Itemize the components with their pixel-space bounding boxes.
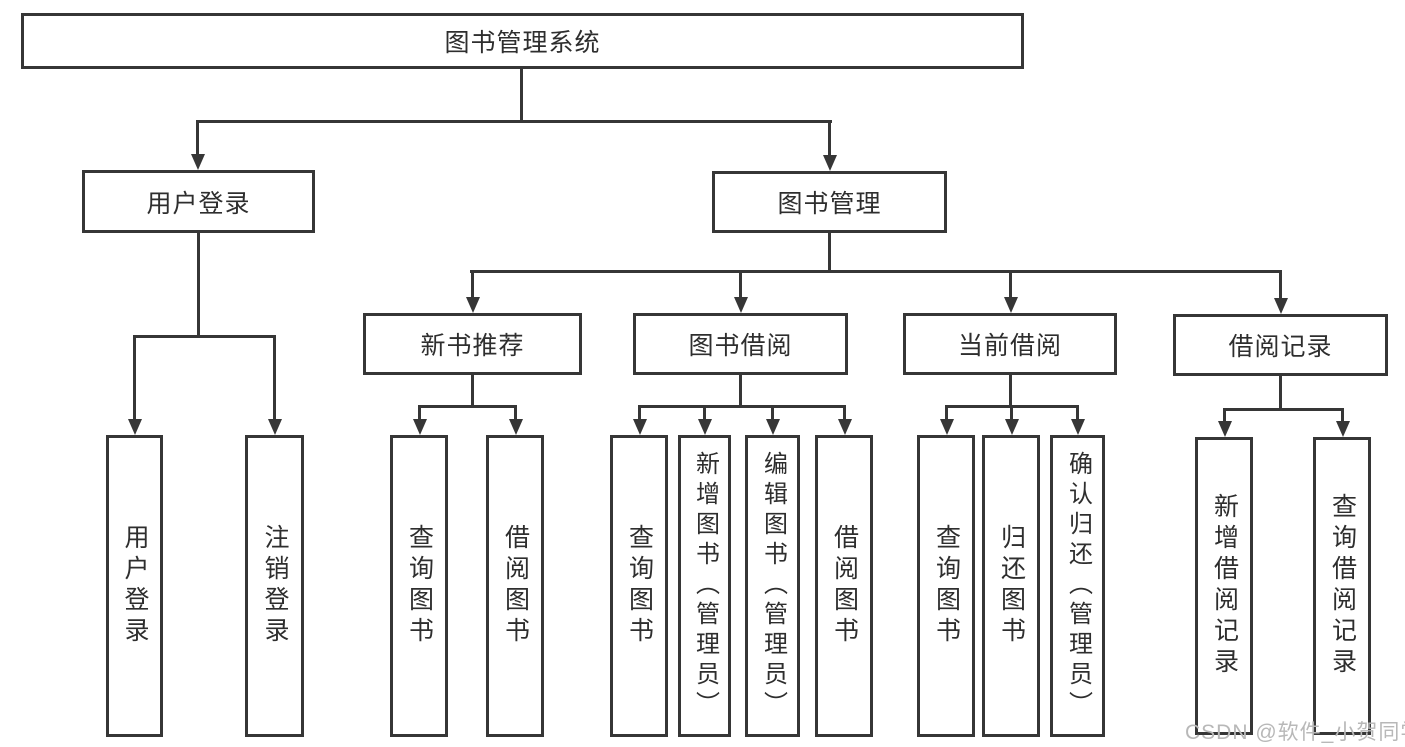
leaf-return-books-label: 归还图书 bbox=[997, 524, 1026, 648]
leaf-user-login: 用户登录 bbox=[106, 435, 163, 737]
connector-user-login-hbar bbox=[133, 335, 276, 338]
arrow-to-book-management bbox=[828, 120, 831, 155]
node-user-login-branch-label: 用户登录 bbox=[146, 189, 251, 218]
connector-root-hbar bbox=[196, 120, 832, 123]
leaf-query-books-current: 查询图书 bbox=[917, 435, 975, 737]
arrow-to-leaf-query-books-3 bbox=[945, 405, 948, 419]
arrow-to-leaf-query-books-2 bbox=[638, 405, 641, 419]
leaf-query-books-current-label: 查询图书 bbox=[932, 524, 961, 648]
arrow-to-leaf-add-borrow-record bbox=[1223, 408, 1226, 421]
leaf-borrow-books-recommend: 借阅图书 bbox=[486, 435, 544, 737]
node-book-borrowing-label: 图书借阅 bbox=[688, 332, 793, 360]
arrow-to-new-book-recommend bbox=[471, 270, 474, 297]
connector-borrowing-records-stem bbox=[1279, 376, 1282, 409]
leaf-add-borrow-record-label: 新增借阅记录 bbox=[1210, 493, 1239, 679]
leaf-edit-book-admin: 编辑图书（管理员） bbox=[745, 435, 800, 737]
arrow-to-leaf-add-book-admin bbox=[703, 405, 706, 419]
leaf-query-books-borrowing-label: 查询图书 bbox=[625, 524, 654, 648]
node-root-label: 图书管理系统 bbox=[444, 29, 601, 57]
connector-book-borrowing-hbar bbox=[638, 405, 845, 408]
leaf-confirm-return-admin-label: 确认归还（管理员） bbox=[1064, 451, 1092, 721]
connector-new-book-recommend-hbar bbox=[418, 405, 516, 408]
arrow-to-book-borrowing bbox=[739, 270, 742, 297]
connector-user-login-stem bbox=[197, 233, 200, 336]
leaf-user-login-label: 用户登录 bbox=[121, 524, 149, 648]
leaf-logout-label: 注销登录 bbox=[261, 524, 289, 648]
leaf-edit-book-admin-label: 编辑图书（管理员） bbox=[759, 451, 787, 721]
leaf-borrow-books-recommend-label: 借阅图书 bbox=[501, 524, 530, 648]
node-book-borrowing: 图书借阅 bbox=[633, 313, 848, 375]
leaf-add-borrow-record: 新增借阅记录 bbox=[1195, 437, 1253, 735]
arrow-to-leaf-edit-book-admin bbox=[771, 405, 774, 419]
connector-borrowing-records-hbar bbox=[1223, 408, 1344, 411]
node-root: 图书管理系统 bbox=[21, 13, 1024, 69]
arrow-to-leaf-borrow-books-2 bbox=[843, 405, 846, 419]
node-new-book-recommend-label: 新书推荐 bbox=[420, 332, 525, 360]
leaf-query-books-borrowing: 查询图书 bbox=[610, 435, 668, 737]
connector-book-management-hbar bbox=[470, 270, 1281, 273]
connector-book-borrowing-stem bbox=[739, 375, 742, 406]
node-borrowing-records: 借阅记录 bbox=[1173, 314, 1388, 376]
leaf-add-book-admin: 新增图书（管理员） bbox=[678, 435, 731, 737]
connector-book-management-stem bbox=[828, 233, 831, 271]
connector-new-book-recommend-stem bbox=[471, 375, 474, 406]
node-new-book-recommend: 新书推荐 bbox=[363, 313, 582, 375]
arrow-to-leaf-logout bbox=[273, 335, 276, 419]
node-book-management: 图书管理 bbox=[712, 171, 947, 233]
leaf-borrow-books: 借阅图书 bbox=[815, 435, 873, 737]
arrow-to-leaf-confirm-return-admin bbox=[1076, 405, 1079, 419]
node-current-borrowing-label: 当前借阅 bbox=[957, 332, 1062, 360]
node-current-borrowing: 当前借阅 bbox=[903, 313, 1117, 375]
connector-root-stem bbox=[520, 69, 523, 121]
leaf-borrow-books-label: 借阅图书 bbox=[830, 524, 859, 648]
csdn-watermark: CSDN @软件_小贺同学 bbox=[1185, 721, 1405, 744]
arrow-to-leaf-borrow-books-1 bbox=[514, 405, 517, 419]
leaf-query-borrow-record-label: 查询借阅记录 bbox=[1328, 493, 1357, 679]
leaf-query-books-recommend-label: 查询图书 bbox=[405, 524, 434, 648]
arrow-to-borrowing-records bbox=[1279, 270, 1282, 298]
node-borrowing-records-label: 借阅记录 bbox=[1228, 333, 1333, 361]
leaf-add-book-admin-label: 新增图书（管理员） bbox=[691, 451, 719, 721]
arrow-to-leaf-query-borrow-record bbox=[1341, 408, 1344, 421]
connector-current-borrowing-stem bbox=[1009, 375, 1012, 406]
node-book-management-label: 图书管理 bbox=[777, 190, 882, 218]
arrow-to-current-borrowing bbox=[1009, 270, 1012, 297]
leaf-logout: 注销登录 bbox=[245, 435, 304, 737]
leaf-query-books-recommend: 查询图书 bbox=[390, 435, 448, 737]
arrow-to-leaf-return-books bbox=[1010, 405, 1013, 419]
arrow-to-leaf-query-books-1 bbox=[418, 405, 421, 419]
node-user-login-branch: 用户登录 bbox=[82, 170, 315, 233]
arrow-to-leaf-user-login bbox=[133, 335, 136, 419]
leaf-query-borrow-record: 查询借阅记录 bbox=[1313, 437, 1371, 735]
leaf-return-books: 归还图书 bbox=[982, 435, 1040, 737]
arrow-to-user-login-branch bbox=[196, 120, 199, 154]
leaf-confirm-return-admin: 确认归还（管理员） bbox=[1050, 435, 1105, 737]
